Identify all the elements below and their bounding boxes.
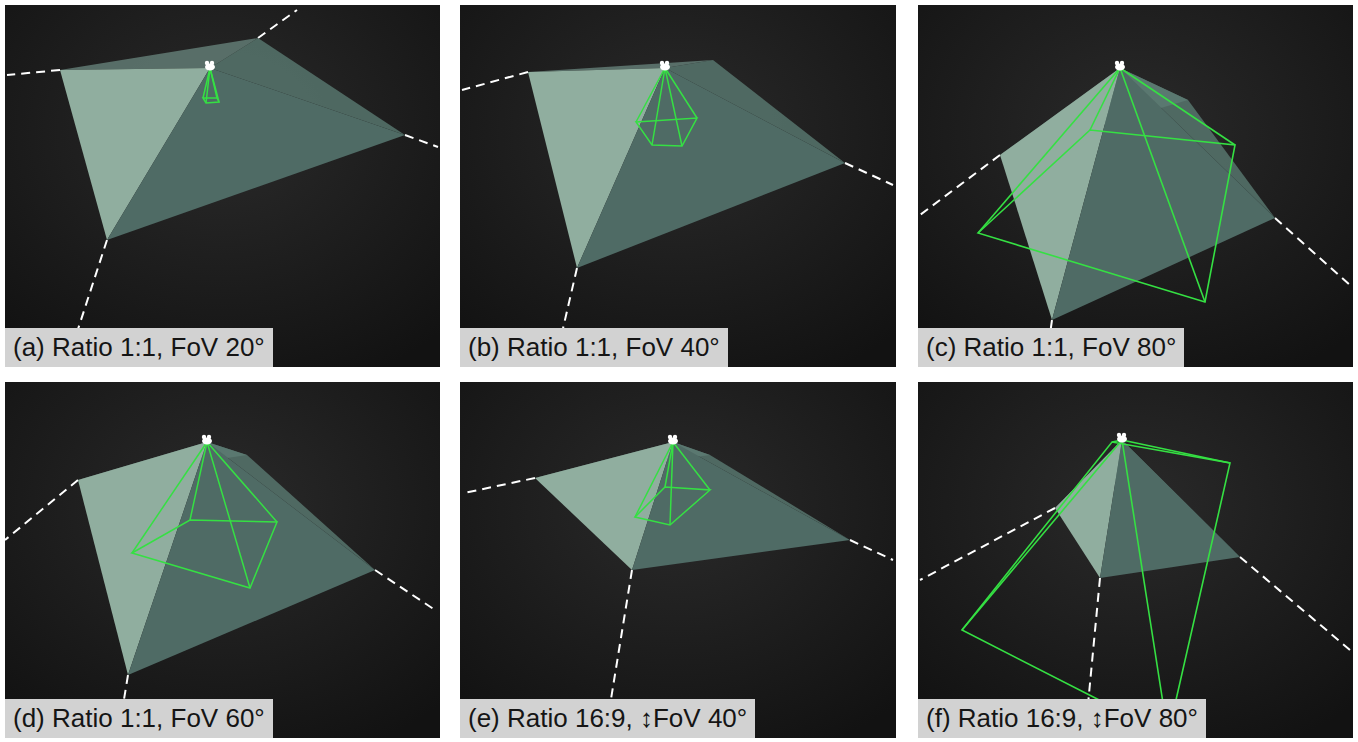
caption-text: (c) Ratio 1:1, FoV 80° bbox=[926, 331, 1176, 363]
panel-background bbox=[5, 5, 440, 367]
caption-text: (b) Ratio 1:1, FoV 40° bbox=[468, 331, 720, 363]
caption-box: (d) Ratio 1:1, FoV 60° bbox=[5, 699, 273, 738]
caption-text: (a) Ratio 1:1, FoV 20° bbox=[13, 331, 265, 363]
panel bbox=[460, 5, 896, 367]
frustum-face bbox=[107, 68, 405, 240]
camera-frustum bbox=[962, 440, 1230, 735]
camera-frustum bbox=[635, 442, 710, 525]
caption-box: (c) Ratio 1:1, FoV 80° bbox=[918, 328, 1184, 367]
panel-background bbox=[460, 382, 896, 738]
panel bbox=[5, 5, 440, 367]
caption-text: (f) Ratio 16:9, ↕FoV 80° bbox=[926, 702, 1198, 734]
caption-text: (d) Ratio 1:1, FoV 60° bbox=[13, 702, 265, 734]
panel-background bbox=[918, 382, 1353, 738]
panel-background bbox=[5, 382, 440, 738]
camera-icon bbox=[660, 61, 670, 71]
camera-frustum bbox=[203, 68, 219, 103]
camera-frustum bbox=[132, 442, 277, 588]
caption-text: (e) Ratio 16:9, ↕FoV 40° bbox=[468, 702, 747, 734]
camera-icon bbox=[202, 435, 212, 445]
caption-box: (b) Ratio 1:1, FoV 40° bbox=[460, 328, 728, 367]
dashed-edge bbox=[464, 478, 893, 736]
camera-icon bbox=[1117, 433, 1127, 443]
panel-background bbox=[918, 5, 1353, 367]
dashed-edge bbox=[7, 10, 438, 363]
frustum-face bbox=[632, 442, 850, 570]
caption-box: (f) Ratio 16:9, ↕FoV 80° bbox=[918, 699, 1206, 738]
camera-icon bbox=[1115, 61, 1125, 71]
camera-icon bbox=[205, 61, 215, 71]
camera-frustum bbox=[636, 68, 697, 146]
frustum-face bbox=[128, 442, 375, 675]
panel-background bbox=[460, 5, 896, 367]
frustum-face bbox=[1052, 68, 1275, 320]
caption-box: (a) Ratio 1:1, FoV 20° bbox=[5, 328, 273, 367]
camera-frustum bbox=[978, 68, 1235, 302]
panel bbox=[918, 5, 1353, 367]
panel bbox=[460, 382, 896, 738]
frustum-face bbox=[577, 68, 845, 268]
caption-box: (e) Ratio 16:9, ↕FoV 40° bbox=[460, 699, 755, 738]
panel bbox=[5, 382, 440, 738]
camera-icon bbox=[668, 435, 678, 445]
panel bbox=[918, 382, 1353, 738]
